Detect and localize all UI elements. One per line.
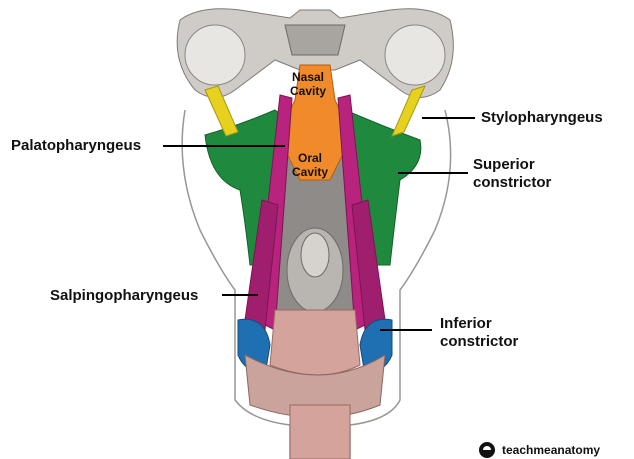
stylopharyngeus-right [391, 85, 426, 137]
branding-text: teachmeanatomy [502, 443, 601, 457]
palatopharyngeus-label: Palatopharyngeus [11, 137, 142, 154]
inferior-constrictor-label: Inferior constrictor [440, 315, 519, 350]
esophagus [289, 404, 351, 459]
lower-pharyngeal-muscle [269, 309, 361, 376]
oral-cavity-label: Oral Cavity [291, 151, 329, 179]
branding: teachmeanatomy [478, 441, 600, 459]
salpingopharyngeus-label: Salpingopharyngeus [50, 287, 199, 304]
superior-constrictor-label: Superior constrictor [473, 156, 552, 191]
stylopharyngeus-label: Stylopharyngeus [481, 109, 603, 126]
teachmeanatomy-logo-icon [479, 442, 495, 458]
pharynx-outline [181, 109, 452, 459]
nasal-cavity-label: Nasal Cavity [289, 70, 327, 98]
stylopharyngeus-left [204, 85, 239, 137]
skull-base [176, 8, 454, 98]
lower-pharynx-tissue [244, 354, 386, 418]
epiglottis [300, 232, 330, 278]
